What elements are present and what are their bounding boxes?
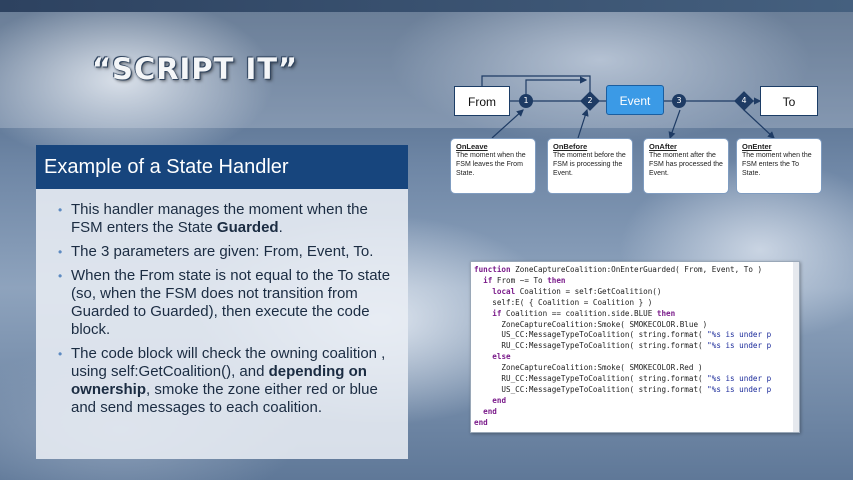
bullet-item: The code block will check the owning coa… — [58, 345, 400, 417]
bullet-item: When the From state is not equal to the … — [58, 267, 400, 339]
code-line: ZoneCaptureCoalition:Smoke( SMOKECOLOR.B… — [474, 319, 708, 329]
code-keyword: then — [547, 275, 566, 285]
code-string: "%s is under p — [707, 330, 772, 340]
top-strip — [0, 0, 853, 12]
code-line: local Coalition = self:GetCoalition() — [492, 286, 662, 296]
fsm-diagram: From Event To 1 2 3 4 OnLeave The moment… — [440, 70, 830, 200]
code-keyword: end — [483, 406, 497, 416]
code-line: function ZoneCaptureCoalition:OnEnterGua… — [474, 265, 763, 274]
panel-heading: Example of a State Handler — [36, 145, 408, 189]
code-keyword: if — [483, 275, 493, 285]
code-string: "%s is under p — [707, 341, 772, 351]
code-line: end — [474, 418, 488, 427]
code-keyword: if — [492, 308, 502, 318]
code-line: ZoneCaptureCoalition:Smoke( SMOKECOLOR.R… — [474, 363, 703, 373]
code-keyword: end — [474, 417, 488, 427]
callout-text: The moment when the FSM leaves the From … — [456, 152, 526, 177]
bold-text: depending on ownership — [71, 363, 367, 398]
code-string: "%s is under p — [707, 374, 772, 384]
code-keyword: end — [492, 395, 507, 405]
callout-onbefore: OnBefore The moment before the FSM is pr… — [547, 138, 633, 194]
node-3: 3 — [672, 94, 686, 108]
bullet-item: This handler manages the moment when the… — [58, 201, 400, 237]
bold-text: Guarded — [216, 219, 279, 236]
callout-text: The moment when the FSM enters the To St… — [742, 152, 812, 177]
code-keyword: local — [492, 286, 516, 296]
state-handler-panel: Example of a State Handler This handler … — [36, 145, 408, 459]
title-band — [0, 12, 853, 128]
node-4: 4 — [734, 91, 754, 111]
callout-onleave: OnLeave The moment when the FSM leaves t… — [450, 138, 536, 194]
state-event: Event — [606, 85, 664, 115]
code-line: else — [474, 352, 511, 362]
code-keyword: function — [474, 265, 511, 274]
callout-onafter: OnAfter The moment after the FSM has pro… — [643, 138, 729, 194]
code-line: RU_CC:MessageTypeToCoalition( string.for… — [474, 341, 772, 351]
node-1: 1 — [519, 94, 533, 108]
code-block: function ZoneCaptureCoalition:OnEnterGua… — [471, 262, 799, 429]
code-line: RU_CC:MessageTypeToCoalition( string.for… — [474, 374, 772, 384]
code-keyword: then — [656, 308, 676, 318]
callout-title: OnAfter — [649, 142, 677, 151]
code-line: end — [474, 407, 497, 416]
callout-onenter: OnEnter The moment when the FSM enters t… — [736, 138, 822, 194]
callout-text: The moment before the FSM is processing … — [553, 152, 626, 177]
state-to: To — [760, 86, 818, 116]
code-line: end — [474, 396, 506, 405]
callout-title: OnBefore — [553, 142, 588, 151]
code-string: "%s is under p — [707, 384, 772, 394]
code-scrollbar[interactable] — [793, 262, 799, 432]
code-line: US_CC:MessageTypeToCoalition( string.for… — [474, 384, 772, 394]
callout-title: OnEnter — [742, 142, 772, 151]
callout-text: The moment after the FSM has processed t… — [649, 152, 723, 177]
code-line: if From ~= To then — [483, 275, 566, 285]
slide-title: “SCRIPT IT” — [92, 52, 299, 86]
code-line: self:E( { Coalition = Coalition } ) — [474, 297, 653, 307]
bullet-list: This handler manages the moment when the… — [36, 189, 408, 417]
code-line: if Coalition == coalition.side.BLUE then — [492, 308, 676, 318]
node-2: 2 — [580, 91, 600, 111]
code-keyword: else — [492, 352, 511, 362]
callout-title: OnLeave — [456, 142, 488, 151]
code-snippet: function ZoneCaptureCoalition:OnEnterGua… — [470, 261, 800, 433]
code-line: US_CC:MessageTypeToCoalition( string.for… — [474, 330, 772, 340]
state-from: From — [454, 86, 510, 116]
bullet-item: The 3 parameters are given: From, Event,… — [58, 243, 400, 261]
